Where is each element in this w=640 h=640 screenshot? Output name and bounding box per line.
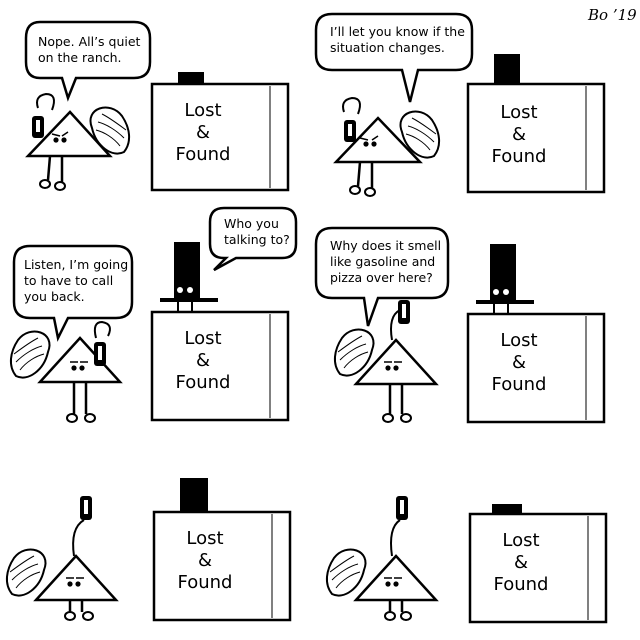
triangle-character-icon-2 [333,96,441,197]
box-label-lost-2: Lost [500,102,538,123]
lost-and-found-box [150,72,290,192]
box-label-amp-3: & [195,350,211,371]
box-label-lost-1: Lost [184,100,222,121]
triangle-character-icon [25,92,131,191]
lost-and-found-box-3 [150,242,290,422]
box-label-found-3: Found [175,372,231,393]
lost-and-found-box-6 [468,504,608,624]
box-label-found-6: Found [493,574,549,595]
lost-and-found-box-2 [466,54,606,194]
box-label-amp-4: & [511,352,527,373]
speech-text-panel-3-box: Who you talking to? [224,216,290,247]
speech-text-panel-3: Listen, I’m going to have to call you ba… [24,257,129,304]
box-label-found-2: Found [491,146,547,167]
triangle-character-icon-3 [9,320,123,423]
triangle-character-icon-5 [5,496,119,621]
triangle-character-icon-4 [333,300,439,423]
artist-signature: Bo ’19 [588,6,637,24]
triangle-character-icon-6 [325,496,439,621]
lost-and-found-box-4 [466,244,606,424]
box-label-found-5: Found [177,572,233,593]
panel-4 [314,226,606,424]
panel-6 [325,496,608,624]
panel-5 [5,478,292,622]
box-label-amp-5: & [197,550,213,571]
box-label-lost-5: Lost [186,528,224,549]
panel-2 [314,12,606,197]
box-label-amp-6: & [513,552,529,573]
lost-and-found-box-5 [152,478,292,622]
box-label-lost-6: Lost [502,530,540,551]
speech-text-panel-4: Why does it smell like gasoline and pizz… [330,238,442,285]
box-label-found-1: Found [175,144,231,165]
box-label-amp-2: & [511,124,527,145]
box-label-lost-3: Lost [184,328,222,349]
speech-text-panel-1: Nope. All’s quiet on the ranch. [38,34,141,65]
panel-3 [9,206,298,423]
box-label-found-4: Found [491,374,547,395]
box-label-lost-4: Lost [500,330,538,351]
box-label-amp-1: & [195,122,211,143]
speech-text-panel-2: I’ll let you know if the situation chang… [330,24,465,55]
panel-1 [24,20,290,192]
